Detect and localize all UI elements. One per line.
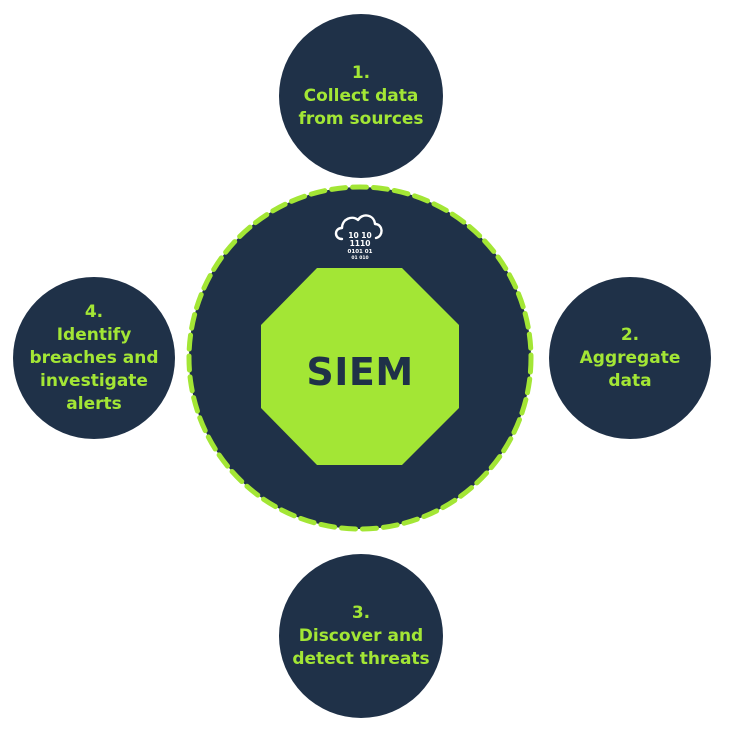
- icon-binary-line-4: 01 010: [351, 255, 368, 261]
- step-label-line: Aggregate: [579, 347, 681, 368]
- step-number: 4.: [84, 301, 104, 322]
- step-text-discover: 3. Discover and detect threats: [271, 588, 451, 684]
- siem-label: SIEM: [306, 350, 414, 394]
- step-label-line: breaches and: [29, 347, 159, 368]
- step-label-line: data: [608, 370, 652, 391]
- cloud-data-icon: 10 10 1110 0101 01 01 010: [334, 214, 383, 261]
- icon-binary-line-3: 0101 01: [348, 249, 373, 255]
- step-number: 3.: [351, 602, 371, 623]
- step-text-identify: 4. Identify breaches and investigate ale…: [4, 296, 184, 420]
- siem-octagon: [261, 268, 459, 465]
- step-label-line: alerts: [66, 393, 122, 414]
- step-label-line: Identify: [56, 324, 132, 345]
- step-text-aggregate: 2. Aggregate data: [550, 308, 710, 408]
- icon-binary-line-1: 10 10: [348, 231, 372, 240]
- step-circle-discover: [279, 554, 443, 718]
- step-circle-aggregate: [549, 277, 711, 439]
- step-label-line: detect threats: [292, 648, 430, 669]
- step-circle-collect: [279, 14, 443, 178]
- icon-binary-line-2: 1110: [350, 239, 371, 248]
- step-label-line: investigate: [40, 370, 148, 391]
- step-text-collect: 1. Collect data from sources: [271, 46, 451, 146]
- step-number: 2.: [620, 324, 640, 345]
- step-label-line: Discover and: [298, 625, 424, 646]
- step-circle-identify: [13, 277, 175, 439]
- step-number: 1.: [351, 62, 371, 83]
- step-label-line: Collect data: [303, 85, 419, 106]
- step-label-line: from sources: [298, 108, 424, 129]
